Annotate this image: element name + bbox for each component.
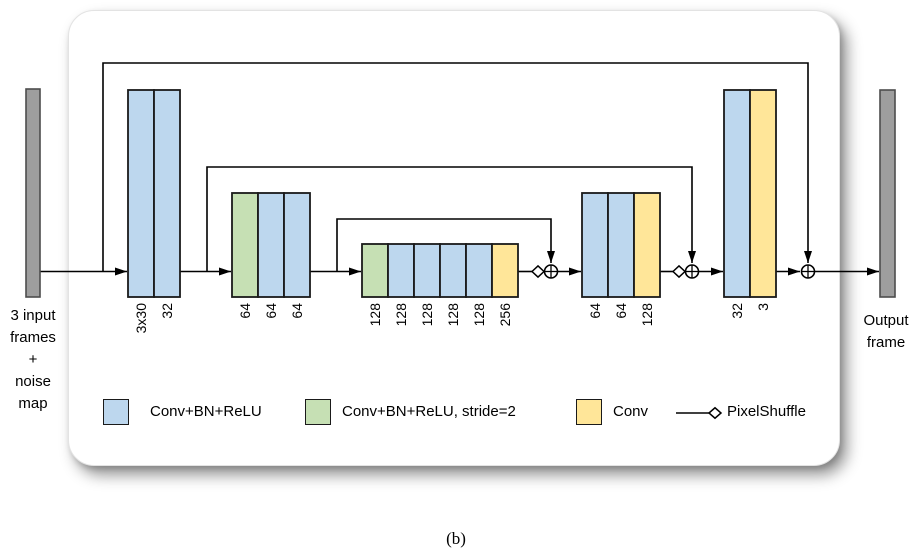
conv-block xyxy=(465,243,493,298)
block-channel-label: 32 xyxy=(729,303,745,319)
conv-block xyxy=(491,243,519,298)
conv-block xyxy=(723,89,751,298)
legend-swatch-conv xyxy=(576,399,602,425)
legend-swatch-conv-bn-relu-stride2 xyxy=(305,399,331,425)
block-channel-label: 128 xyxy=(367,303,383,327)
input-label-line: map xyxy=(18,395,48,412)
block-channel-label: 128 xyxy=(445,303,461,327)
output-frame-bar xyxy=(879,89,896,298)
block-channel-label: 32 xyxy=(159,303,175,319)
conv-block xyxy=(231,192,259,298)
conv-block xyxy=(153,89,181,298)
input-label-line: + xyxy=(28,351,38,368)
figure-caption: (b) xyxy=(446,529,466,548)
output-label-line: frame xyxy=(866,334,906,351)
block-channel-label: 128 xyxy=(393,303,409,327)
conv-block xyxy=(633,192,661,298)
conv-block xyxy=(749,89,777,298)
block-channel-label: 128 xyxy=(419,303,435,327)
input-label: 3 input frames + noise map xyxy=(0,305,66,415)
pixelshuffle-symbol-icon xyxy=(676,406,723,420)
conv-block xyxy=(257,192,285,298)
input-label-line: 3 input xyxy=(10,307,56,324)
pixelshuffle-icon xyxy=(530,264,546,279)
conv-block xyxy=(361,243,389,298)
block-channel-label: 3x30 xyxy=(133,303,149,334)
conv-block xyxy=(413,243,441,298)
conv-block xyxy=(283,192,311,298)
block-channel-label: 128 xyxy=(471,303,487,327)
input-label-line: frames xyxy=(10,329,56,346)
skip-connection xyxy=(206,166,696,272)
block-channel-label: 64 xyxy=(263,303,279,319)
output-label-line: Output xyxy=(863,312,909,329)
input-frames-bar xyxy=(25,88,41,298)
legend-label-conv-bn-relu: Conv+BN+ReLU xyxy=(150,403,262,420)
block-channel-label: 64 xyxy=(587,303,603,319)
input-label-line: noise xyxy=(15,373,51,390)
conv-block xyxy=(127,89,155,298)
conv-block xyxy=(439,243,467,298)
legend-label-conv-bn-relu-stride2: Conv+BN+ReLU, stride=2 xyxy=(342,403,516,420)
legend-swatch-conv-bn-relu xyxy=(103,399,129,425)
output-label: Output frame xyxy=(856,310,916,354)
legend-label-conv: Conv xyxy=(613,403,649,420)
skip-connection xyxy=(336,218,555,272)
pixelshuffle-icon xyxy=(671,264,687,279)
block-channel-label: 64 xyxy=(237,303,253,319)
skip-connection xyxy=(102,62,812,272)
block-channel-label: 256 xyxy=(497,303,513,327)
diagram-panel xyxy=(68,10,840,466)
legend-label-pixelshuffle: PixelShuffle xyxy=(727,403,806,420)
conv-block xyxy=(607,192,635,298)
block-channel-label: 64 xyxy=(289,303,305,319)
conv-block xyxy=(581,192,609,298)
conv-block xyxy=(387,243,415,298)
block-channel-label: 3 xyxy=(755,303,771,311)
block-channel-label: 128 xyxy=(639,303,655,327)
block-channel-label: 64 xyxy=(613,303,629,319)
